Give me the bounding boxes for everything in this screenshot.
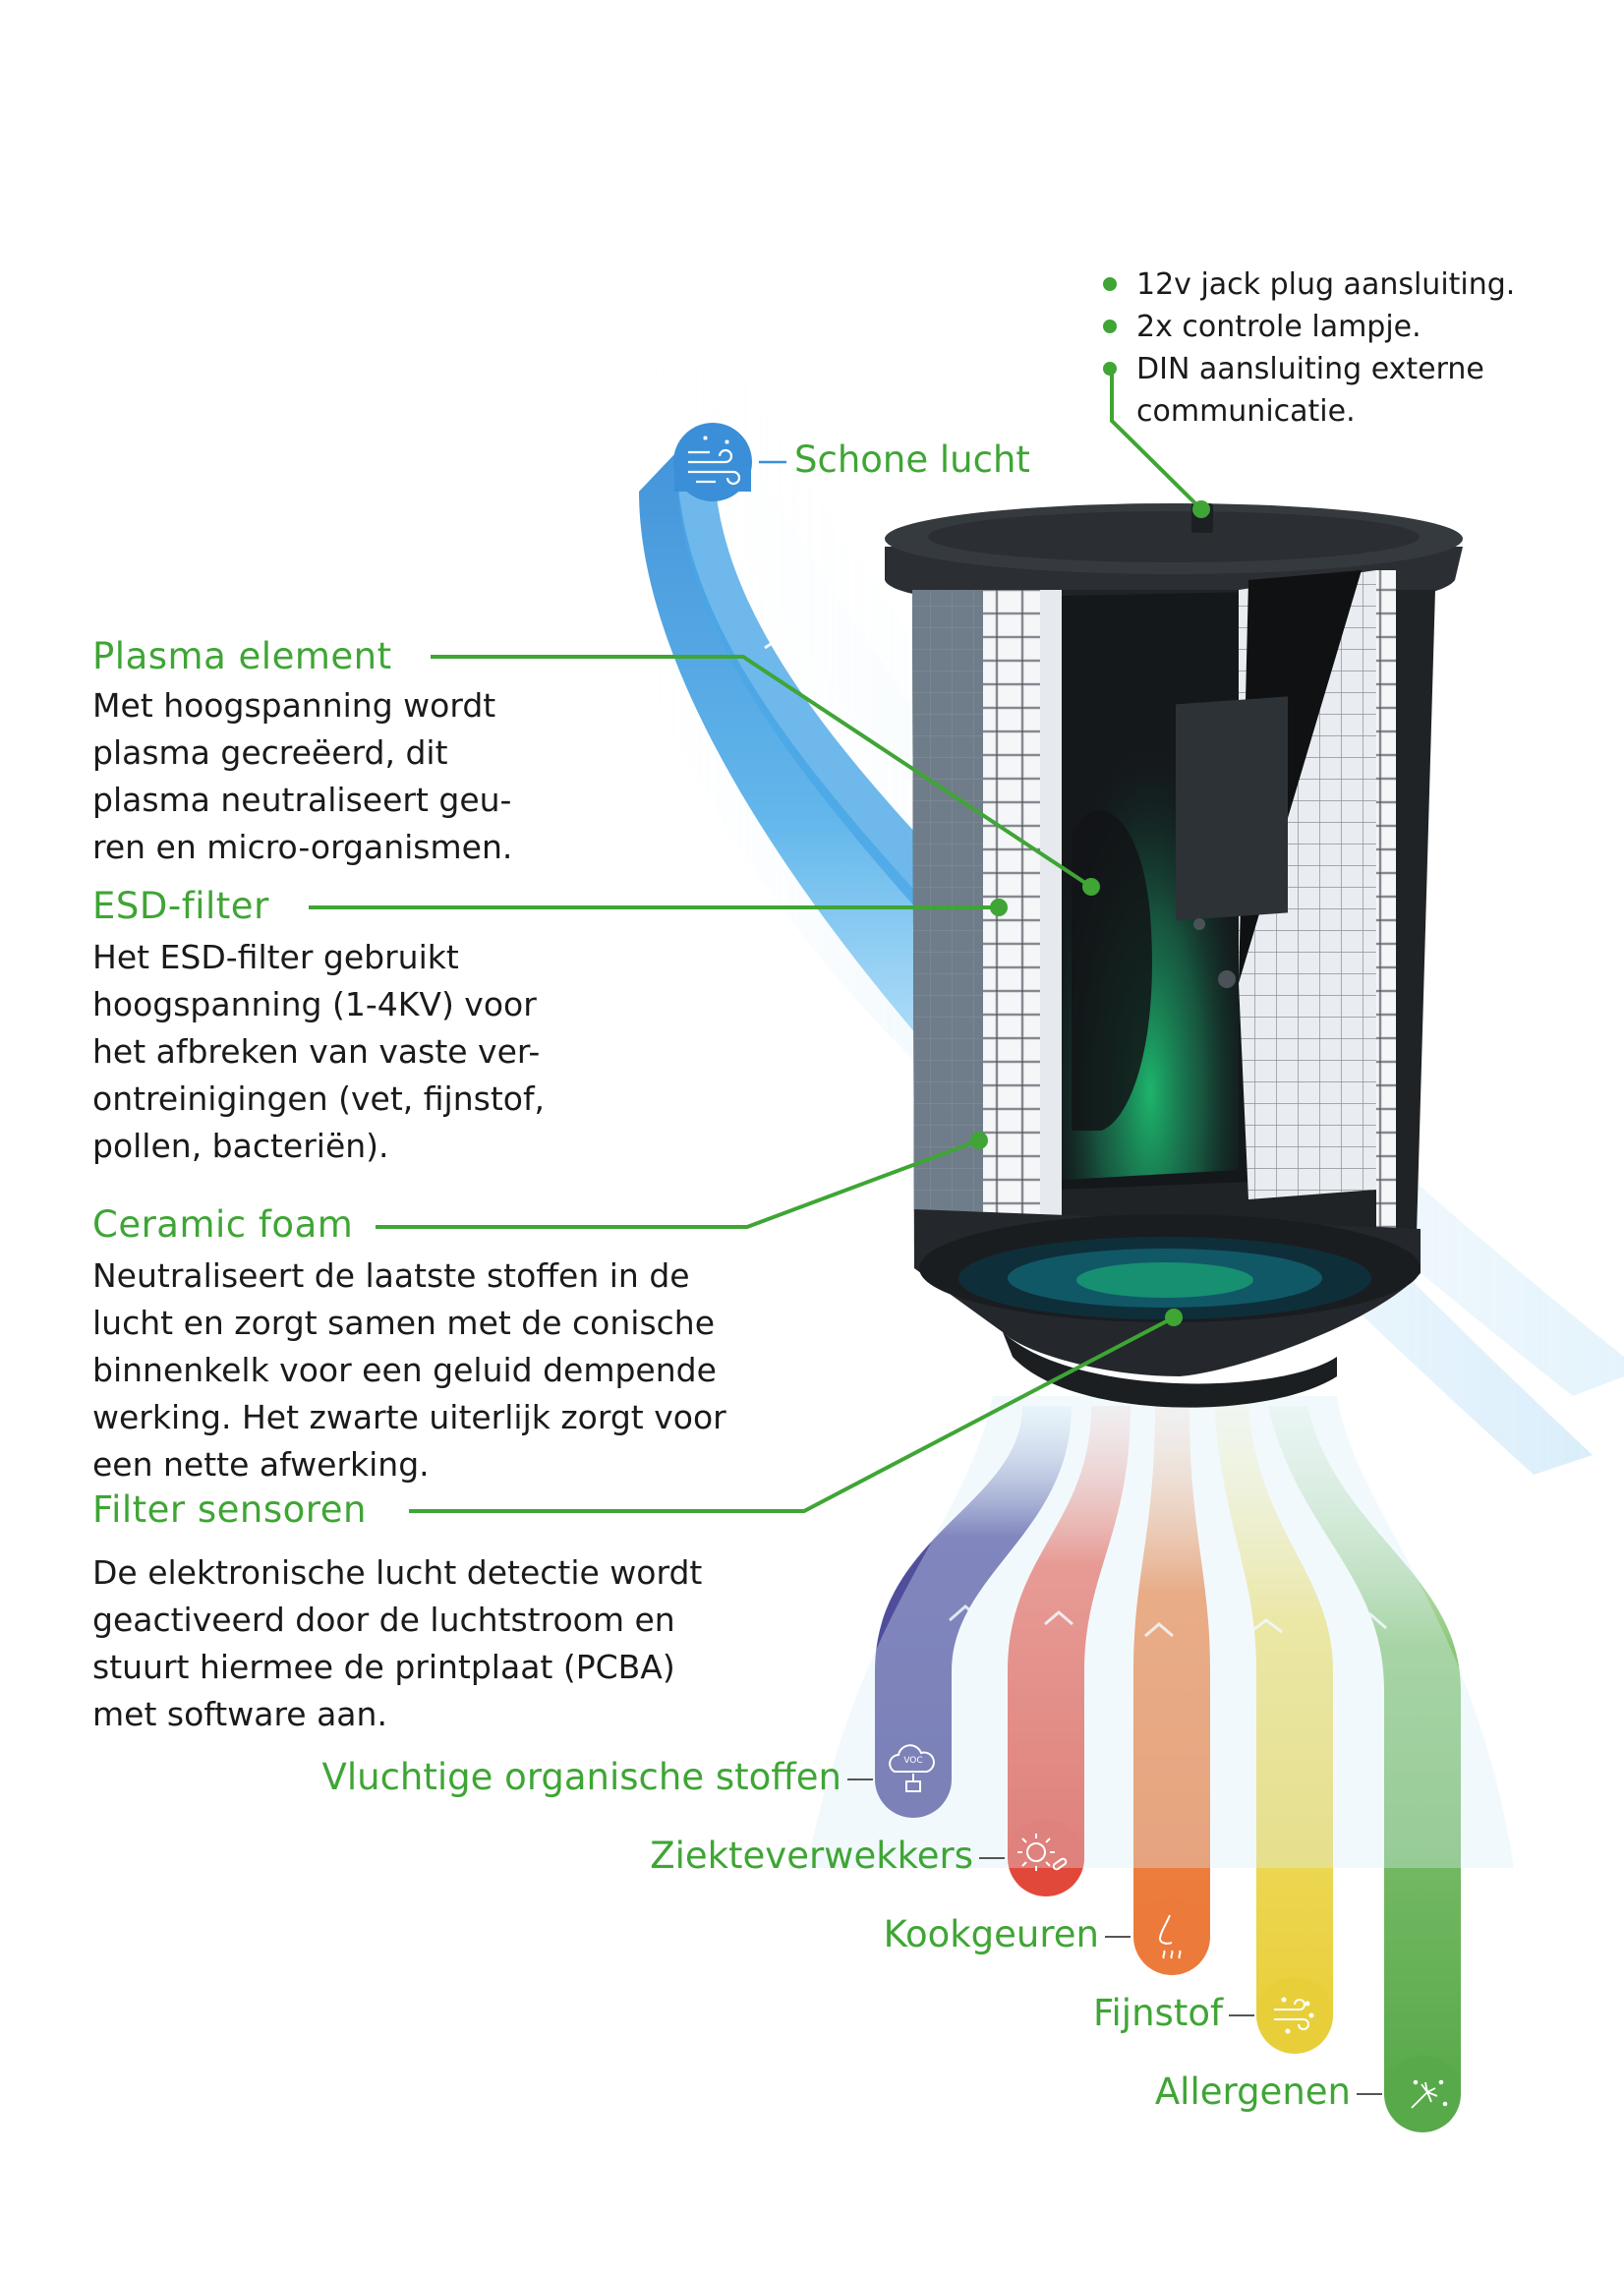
top-features-list: 12v jack plug aansluiting. 2x controle l… [1103, 263, 1515, 433]
feature-jack-plug: 12v jack plug aansluiting. [1103, 263, 1515, 306]
fine-dust-label: Fijnstof [1092, 1992, 1223, 2034]
plasma-element-title: Plasma element [92, 635, 392, 677]
callout-lines [309, 374, 1203, 1513]
polluted-air-streams [806, 1396, 1514, 2132]
dandelion-icon [1411, 2079, 1448, 2109]
cooking-odors-label: Kookgeuren [883, 1913, 1099, 1955]
virus-icon [1017, 1834, 1068, 1871]
voc-label: Vluchtige organische stoffen [321, 1756, 841, 1798]
voc-cloud-icon [889, 1744, 935, 1792]
clean-air-label: Schone lucht [794, 438, 1030, 481]
feature-control-lights: 2x controle lampje. [1103, 306, 1515, 348]
plasma-element-text: Met hoogspanning wordt plasma gecreëerd,… [92, 686, 513, 866]
ceramic-foam-text: Neutraliseert de laatste stoffen in de l… [92, 1256, 726, 1484]
pollutant-connectors [847, 1778, 1382, 2095]
feature-din-connection: DIN aansluiting externe communicatie. [1103, 348, 1515, 433]
allergens-label: Allergenen [1154, 2070, 1351, 2113]
esd-filter-title: ESD-filter [92, 885, 269, 927]
clean-air-wind-icon [688, 436, 741, 486]
filter-sensors-text: De elektronische lucht detectie wordt ge… [92, 1553, 703, 1733]
callout-dots [970, 500, 1210, 1326]
ceramic-foam-title: Ceramic foam [92, 1203, 354, 1246]
nose-smell-icon [1158, 1914, 1182, 1959]
voc-icon-text: VOC [903, 1756, 923, 1766]
dust-particles-icon [1274, 1997, 1314, 2034]
air-haze [580, 344, 1624, 1475]
pathogens-label: Ziekteverwekkers [650, 1835, 973, 1877]
purifier-device [885, 503, 1463, 1408]
esd-filter-text: Het ESD-filter gebruikt hoogspanning (1-… [92, 938, 546, 1165]
filter-sensors-title: Filter sensoren [92, 1488, 367, 1531]
